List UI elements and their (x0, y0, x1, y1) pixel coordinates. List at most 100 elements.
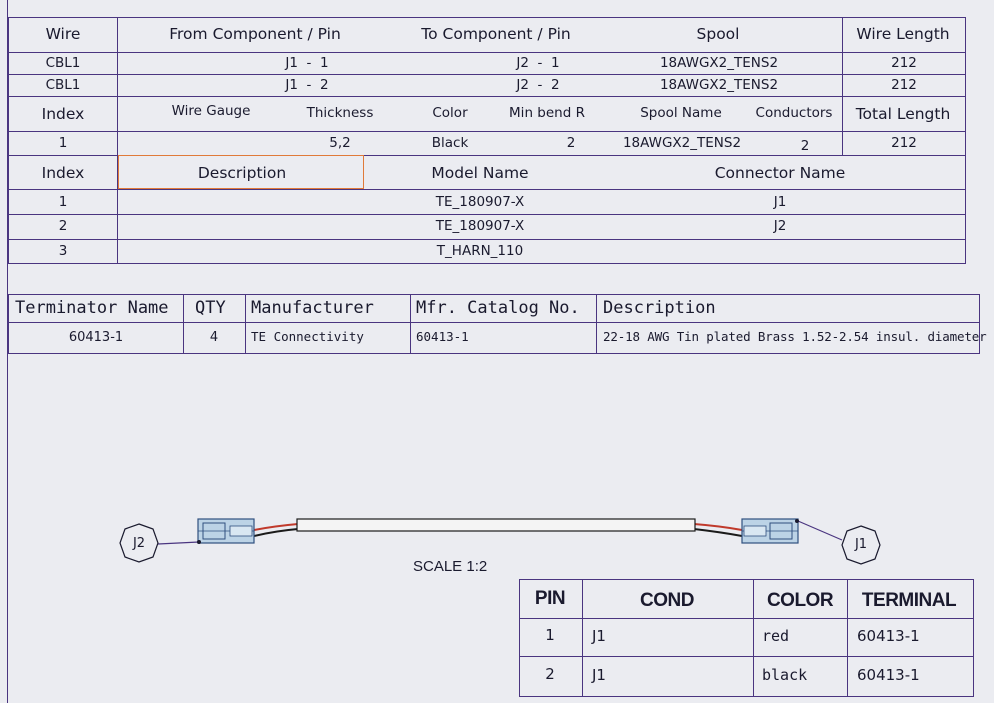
divider (8, 155, 966, 156)
pin-cell: 1 (545, 626, 555, 644)
col-terminal: TERMINAL (861, 590, 957, 611)
divider (117, 17, 118, 264)
from-cell: J1 - 1 (285, 55, 329, 71)
spool-cell: 18AWGX2_TENS2 (659, 77, 779, 93)
wire-red (693, 523, 743, 531)
harness-drawing (119, 518, 881, 565)
col-spool: Spool (696, 25, 740, 43)
description-cell: 22-18 AWG Tin plated Brass 1.52-2.54 ins… (603, 329, 987, 344)
wire-red (253, 523, 299, 531)
col-index: Index (41, 164, 85, 182)
length-cell: 212 (891, 55, 917, 71)
col-qty: QTY (195, 298, 226, 318)
catalog-cell: 60413-1 (416, 329, 469, 344)
divider (8, 239, 966, 240)
wire-table (8, 17, 966, 264)
terminal-cell: 60413-1 (857, 666, 920, 684)
spool-cell: 18AWGX2_TENS2 (659, 55, 779, 71)
balloon-j2 (119, 523, 159, 563)
total-length-cell: 212 (891, 135, 917, 151)
col-wire: Wire (45, 25, 81, 43)
col-to: To Component / Pin (421, 25, 571, 43)
divider (245, 294, 246, 354)
divider (8, 96, 966, 97)
pin-cell: 2 (545, 665, 555, 683)
terminator-table (8, 294, 980, 354)
connector-j2 (197, 518, 255, 544)
wire-cell: CBL1 (45, 55, 81, 71)
divider (596, 294, 597, 354)
terminal-cell: 60413-1 (857, 627, 920, 645)
index-cell: 1 (58, 194, 68, 210)
divider (519, 618, 974, 619)
divider (582, 579, 583, 697)
connector-cell: J2 (773, 218, 787, 234)
from-cell: J1 - 2 (285, 77, 329, 93)
divider (8, 189, 966, 190)
color-cell: Black (431, 135, 469, 151)
col-terminator-name: Terminator Name (15, 298, 169, 318)
cable-jacket (296, 518, 696, 532)
divider (8, 322, 980, 323)
col-min-bend: Min bend R (509, 105, 585, 121)
col-description: Description (603, 298, 716, 318)
col-model-name: Model Name (431, 164, 529, 182)
scale-label: SCALE 1:2 (413, 558, 488, 575)
qty-cell: 4 (209, 330, 219, 345)
model-cell: TE_180907-X (435, 194, 525, 210)
col-from: From Component / Pin (169, 25, 341, 43)
divider (8, 74, 966, 75)
balloon-j2-label: J2 (132, 536, 146, 551)
wire-black (253, 528, 299, 537)
manufacturer-cell: TE Connectivity (251, 329, 364, 344)
col-wire-gauge: Wire Gauge (171, 103, 251, 119)
col-index: Index (41, 105, 85, 123)
divider (8, 214, 966, 215)
leader-line (797, 520, 843, 541)
thickness-cell: 5,2 (329, 135, 351, 151)
col-wire-length: Wire Length (856, 25, 950, 43)
color-cell: red (762, 627, 790, 645)
connector-j1 (741, 518, 799, 544)
col-thickness: Thickness (306, 105, 374, 121)
divider (519, 656, 974, 657)
divider (8, 52, 966, 53)
to-cell: J2 - 2 (516, 77, 560, 93)
wire-cell: CBL1 (45, 77, 81, 93)
min-bend-cell: 2 (566, 135, 576, 151)
cond-cell: J1 (592, 627, 606, 645)
cond-cell: J1 (592, 666, 606, 684)
divider (847, 579, 848, 697)
index-cell: 3 (58, 243, 68, 259)
length-cell: 212 (891, 77, 917, 93)
to-cell: J2 - 1 (516, 55, 560, 71)
col-color: COLOR (766, 590, 834, 611)
spool-name-cell: 18AWGX2_TENS2 (622, 135, 742, 151)
col-spool-name: Spool Name (640, 105, 722, 121)
index-cell: 1 (58, 135, 68, 151)
description-header-cell[interactable] (118, 155, 364, 189)
col-description: Description (197, 164, 287, 182)
col-connector-name: Connector Name (714, 164, 846, 182)
col-conductors: Conductors (755, 105, 833, 121)
model-cell: T_HARN_110 (436, 243, 524, 259)
connector-cell: J1 (773, 194, 787, 210)
wire-black (693, 528, 743, 537)
terminator-name-cell: 60413-1 (68, 330, 124, 345)
leader-line (157, 541, 200, 545)
divider (410, 294, 411, 354)
model-cell: TE_180907-X (435, 218, 525, 234)
col-color: Color (432, 105, 468, 121)
col-manufacturer: Manufacturer (251, 298, 374, 318)
index-cell: 2 (58, 218, 68, 234)
conductors-cell: 2 (800, 138, 810, 154)
balloon-j1-label: J1 (854, 537, 868, 552)
col-cond: COND (640, 590, 694, 611)
col-pin: PIN (534, 588, 566, 609)
pin-table (519, 579, 974, 697)
balloon-j1 (841, 525, 881, 565)
sheet-left-border (7, 0, 8, 703)
col-catalog: Mfr. Catalog No. (416, 298, 580, 318)
col-total-length: Total Length (855, 105, 951, 123)
divider (753, 579, 754, 697)
